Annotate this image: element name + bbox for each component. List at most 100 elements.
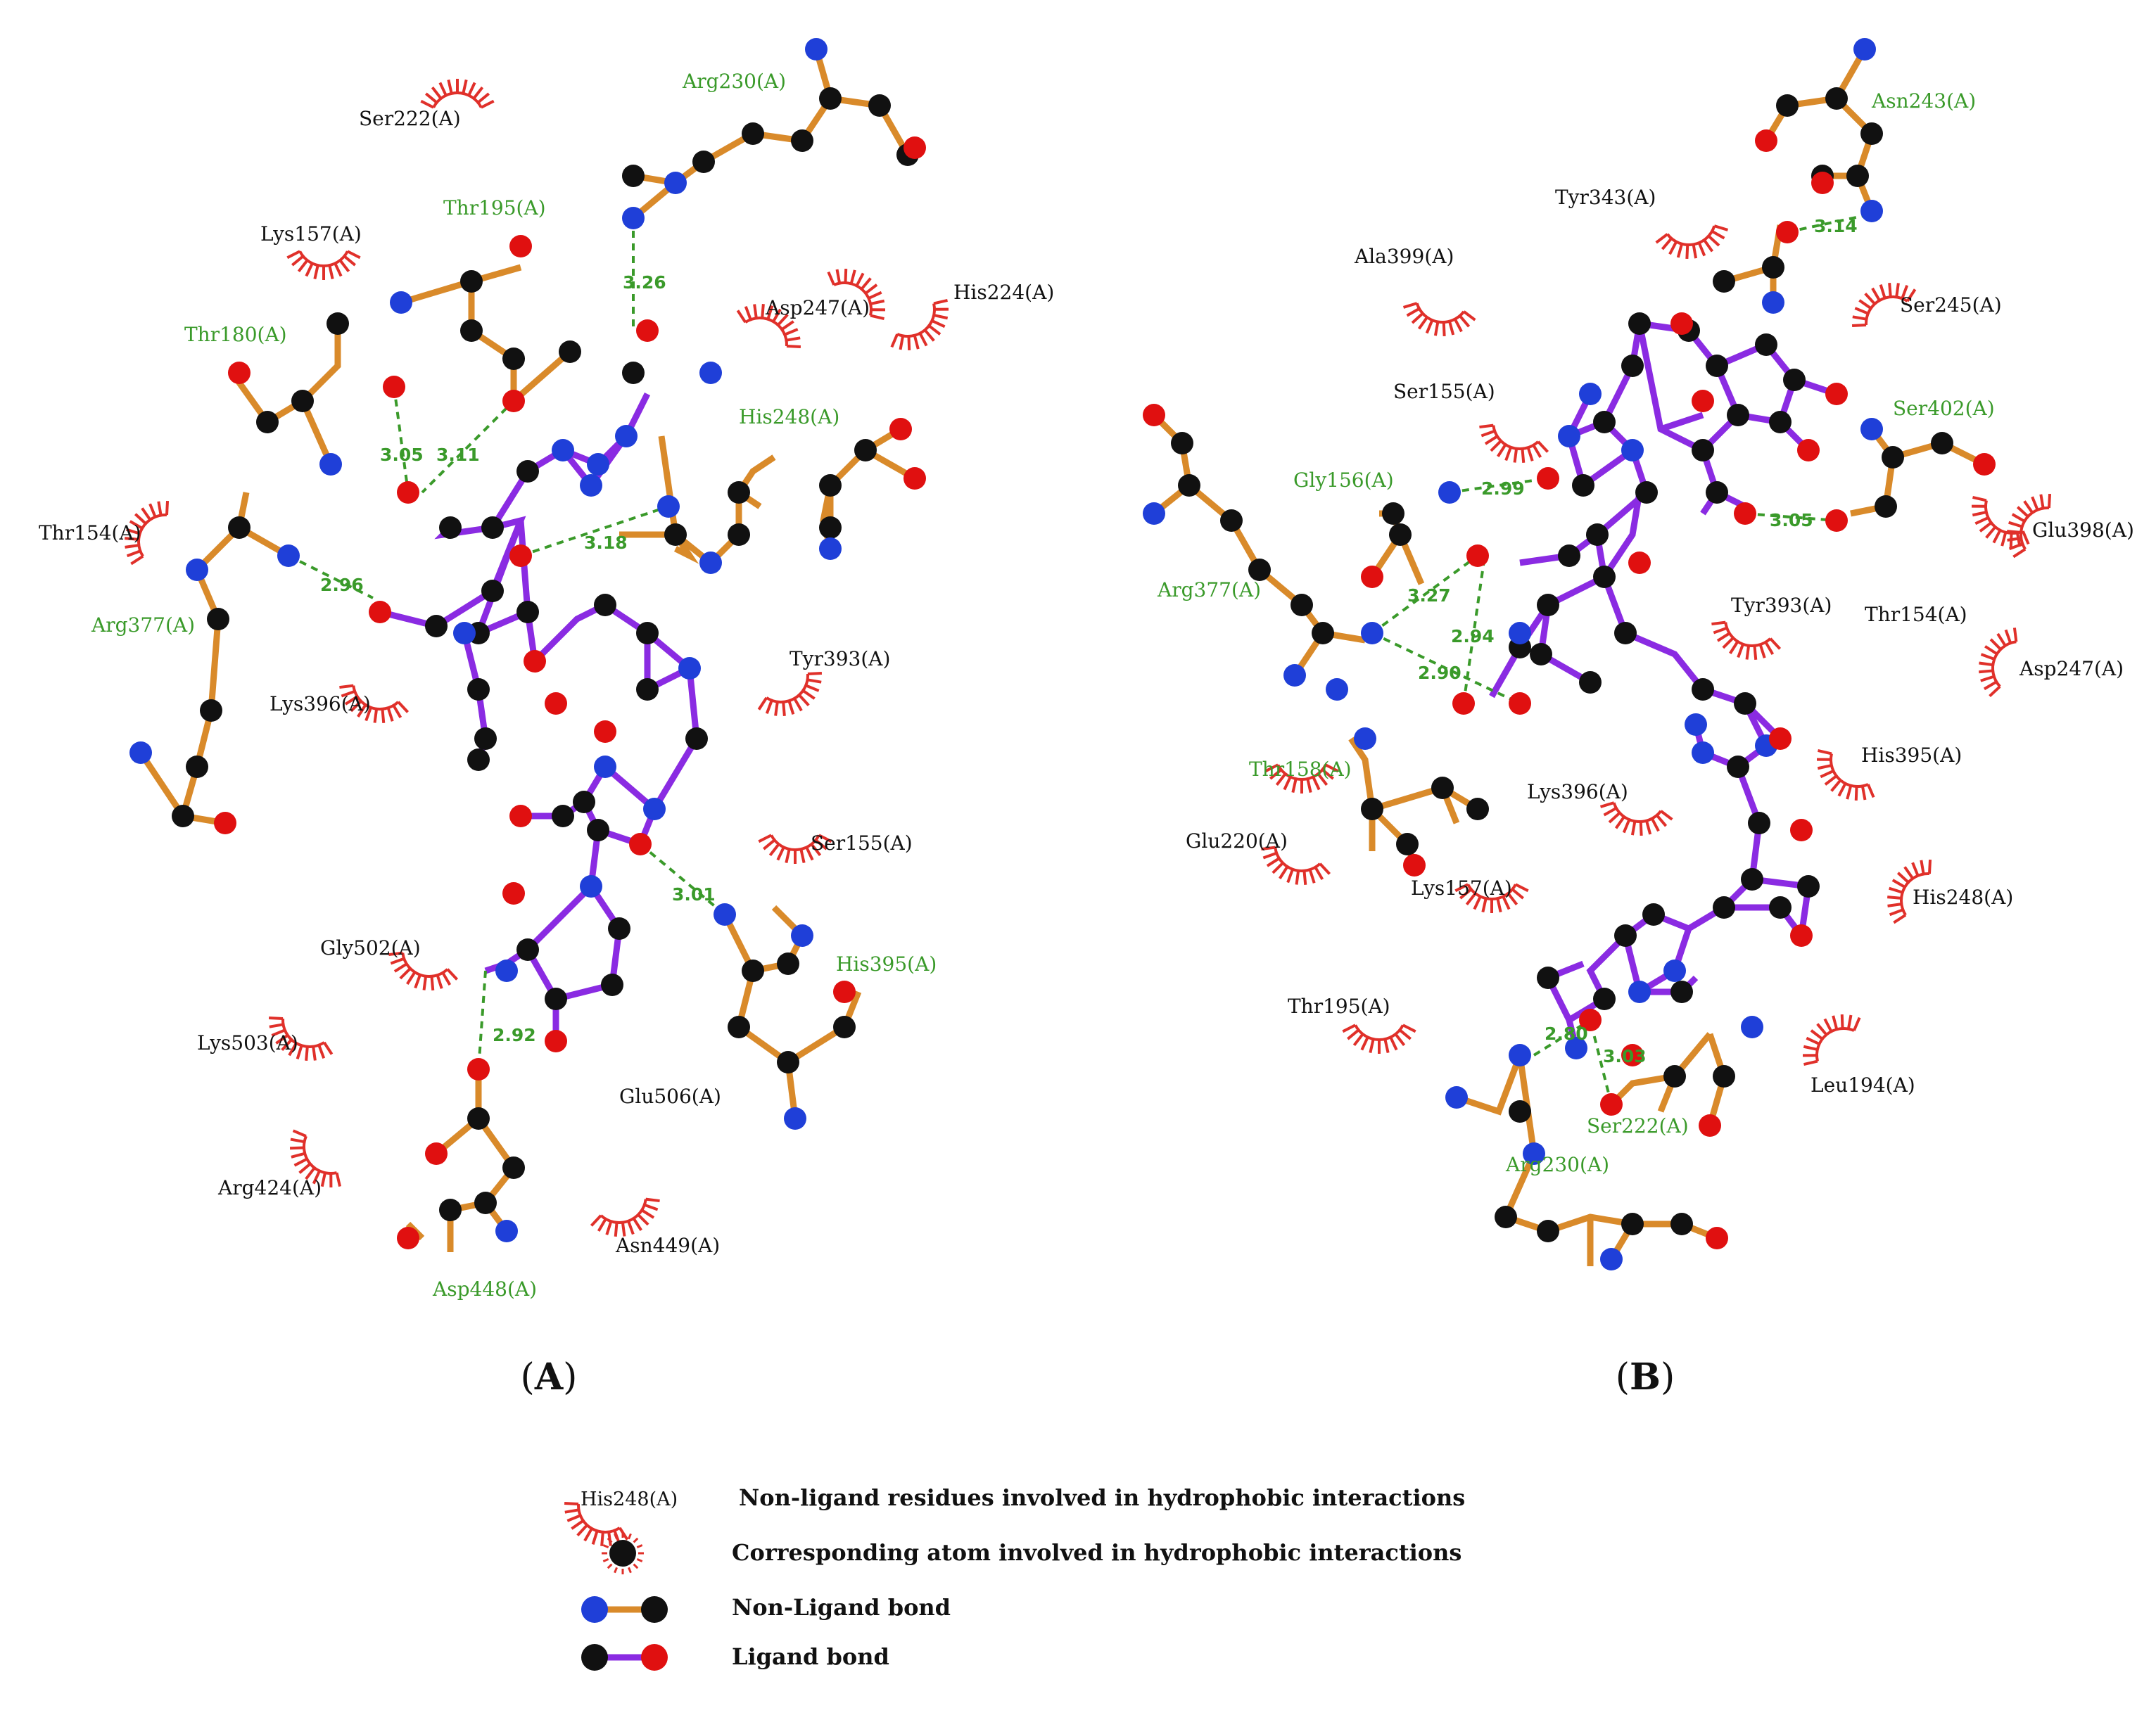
hydrophobic-arc xyxy=(388,951,459,990)
hydrophobic-arc xyxy=(1454,883,1529,913)
panel-a-ligand-bonds xyxy=(379,392,700,1041)
hbond-distance: 3.01 xyxy=(672,884,716,905)
hbond-distance: 2.99 xyxy=(1481,478,1525,499)
residue-label-ser155: Ser155(A) xyxy=(811,831,913,855)
residue-label-ser222: Ser222(A) xyxy=(359,107,461,130)
panel-b-hbond-distances: 3.14 2.99 3.05 3.27 2.94 2.90 2.80 3.03 xyxy=(1407,216,1858,1066)
hbond-distance: 3.18 xyxy=(584,533,628,553)
panel-b: Asn243(A) Tyr343(A) Ala399(A) Ser245(A) … xyxy=(1143,38,2134,1398)
residue-label-lys396: Lys396(A) xyxy=(270,692,371,715)
residue-label-arg230: Arg230(A) xyxy=(1505,1153,1609,1176)
hydrophobic-arc xyxy=(590,1197,660,1237)
hbond-distance: 2.92 xyxy=(493,1025,536,1045)
residue-label-tyr343: Tyr343(A) xyxy=(1555,186,1656,209)
legend-text: Corresponding atom involved in hydrophob… xyxy=(732,1539,1461,1566)
oxygen-atom-symbol xyxy=(641,1644,668,1671)
panel-b-hydrophobic-arcs xyxy=(1261,224,2052,1066)
hbond-distance: 2.96 xyxy=(320,575,364,595)
hydrophobic-arc xyxy=(286,250,361,280)
residue-label-lys157: Lys157(A) xyxy=(1411,877,1512,900)
hydrophobic-tick xyxy=(614,1533,618,1540)
hydrophobic-arc xyxy=(1479,423,1549,463)
hydrophobic-tick xyxy=(633,1537,639,1543)
hydrophobic-arc xyxy=(1264,763,1339,794)
hydrophobic-tick xyxy=(602,1544,609,1548)
carbon-atom-symbol xyxy=(641,1596,668,1623)
hydrophobic-arc xyxy=(736,304,801,349)
panel-a-residue-labels: Ser222(A) Arg230(A) Lys157(A) Thr195(A) … xyxy=(39,70,1054,1301)
hydrophobic-arc xyxy=(1971,496,2030,548)
hydrophobic-arc xyxy=(890,299,949,351)
legend-item-hydrophobic-atom: Corresponding atom involved in hydrophob… xyxy=(602,1532,1461,1574)
legend: His248(A) Non-ligand residues involved i… xyxy=(564,1484,1465,1671)
hydrophobic-arc xyxy=(2007,493,2052,559)
hydrophobic-arc xyxy=(1402,302,1476,337)
residue-label-ser402: Ser402(A) xyxy=(1893,397,1995,420)
hydrophobic-arc xyxy=(1711,620,1782,660)
hydrophobic-atom-symbol xyxy=(609,1540,636,1567)
hydrophobic-tick xyxy=(633,1563,639,1569)
hbond-distance: 3.03 xyxy=(1603,1046,1647,1066)
panel-b-residue-labels: Asn243(A) Tyr343(A) Ala399(A) Ser245(A) … xyxy=(1157,89,2134,1176)
hydrophobic-arc xyxy=(268,1016,334,1061)
residue-label-arg230: Arg230(A) xyxy=(682,70,786,93)
residue-label-his248: His248(A) xyxy=(739,405,839,428)
residue-label-his248: His248(A) xyxy=(1913,886,2013,909)
nitrogen-atom-symbol xyxy=(581,1596,608,1623)
hydrophobic-arc xyxy=(339,684,410,723)
legend-text: Ligand bond xyxy=(732,1643,889,1670)
legend-item-non-ligand-bond: Non-Ligand bond xyxy=(581,1594,951,1623)
hydrophobic-arc xyxy=(1261,846,1331,885)
panel-b-label: (B) xyxy=(1616,1356,1675,1398)
panel-b-hbond-lines xyxy=(1371,210,1886,1105)
residue-label-asp247: Asp247(A) xyxy=(2019,657,2124,680)
residue-label-thr154: Thr154(A) xyxy=(39,521,141,544)
panel-a-hydrophobic-arcs xyxy=(125,79,949,1237)
hydrophobic-tick xyxy=(636,1544,643,1548)
residue-label-asn449: Asn449(A) xyxy=(615,1234,720,1257)
residue-label-glu220: Glu220(A) xyxy=(1186,829,1288,853)
residue-label-asp247: Asp247(A) xyxy=(765,296,870,319)
hydrophobic-tick xyxy=(607,1537,613,1543)
residue-label-tyr393: Tyr393(A) xyxy=(1731,594,1832,617)
residue-label-ala399: Ala399(A) xyxy=(1354,245,1454,268)
residue-label-glu398: Glu398(A) xyxy=(2032,518,2134,542)
residue-label-thr195: Thr195(A) xyxy=(1288,995,1390,1018)
hbond-distance: 2.80 xyxy=(1545,1024,1588,1044)
hydrophobic-arc xyxy=(1816,749,1875,801)
residue-label-his395: His395(A) xyxy=(836,952,937,976)
residue-label-ser245: Ser245(A) xyxy=(1900,293,2002,317)
hydrophobic-arc xyxy=(827,268,886,320)
residue-label-asp448: Asp448(A) xyxy=(432,1277,537,1301)
hydrophobic-arc xyxy=(1655,224,1729,260)
panel-a-hbond-lines xyxy=(288,218,726,1070)
residue-label-asn243: Asn243(A) xyxy=(1871,89,1976,113)
residue-label-lys503: Lys503(A) xyxy=(197,1031,298,1054)
panel-a-hbond-distances: 3.26 3.05 3.11 3.18 2.96 3.01 2.92 xyxy=(320,272,716,1045)
carbon-atom-symbol xyxy=(581,1644,608,1671)
residue-label-thr195: Thr195(A) xyxy=(443,196,546,219)
hbond-distance: 3.27 xyxy=(1407,585,1451,606)
panel-a-label: (A) xyxy=(521,1356,578,1398)
legend-item-hydrophobic-residue: His248(A) Non-ligand residues involved i… xyxy=(564,1484,1465,1546)
hydrophobic-arc xyxy=(1887,859,1932,924)
hbond-distance: 3.05 xyxy=(380,445,424,465)
residue-label-thr154: Thr154(A) xyxy=(1865,603,1967,626)
hbond-distance: 3.14 xyxy=(1814,216,1858,236)
hydrophobic-arc xyxy=(758,834,832,864)
residue-label-his224: His224(A) xyxy=(953,281,1054,304)
legend-text: Non-Ligand bond xyxy=(732,1594,951,1621)
residue-label-arg424: Arg424(A) xyxy=(217,1176,322,1199)
hbond-distance: 2.90 xyxy=(1418,663,1461,683)
residue-label-tyr393: Tyr393(A) xyxy=(790,647,890,670)
residue-label-his395: His395(A) xyxy=(1861,744,1962,767)
residue-label-leu194: Leu194(A) xyxy=(1811,1073,1915,1097)
hydrophobic-arc xyxy=(1979,627,2018,698)
hydrophobic-arc xyxy=(420,79,495,109)
hbond-distance: 3.26 xyxy=(623,272,666,293)
panel-a-atoms xyxy=(129,38,926,1249)
hydrophobic-arc xyxy=(1599,801,1673,836)
hydrophobic-tick xyxy=(628,1567,632,1574)
